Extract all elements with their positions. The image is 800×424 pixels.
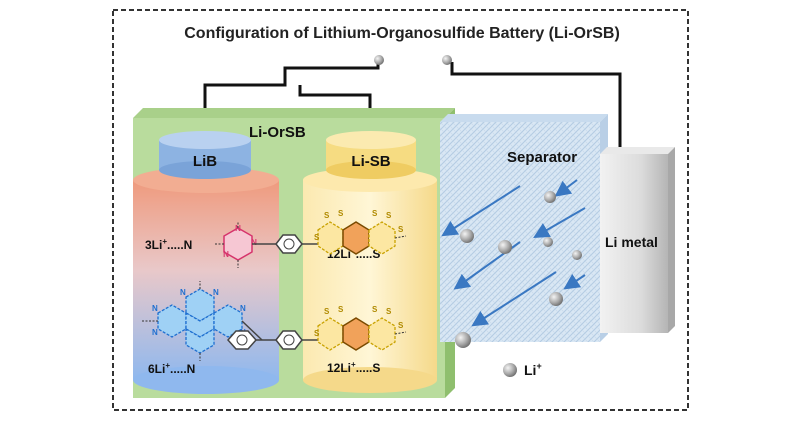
s-atom-bottom-1: S [324,307,330,316]
s-atom-top-4: S [386,211,392,220]
li-ion-legend-label: Li+ [524,361,542,378]
ion-arrow-6 [471,271,557,327]
ion-arrow-2 [441,185,521,237]
benzene-linker-bottom [275,330,318,350]
n-atom-bottom-3: N [152,304,158,313]
lisb-cylinder [303,168,437,393]
ion-arrow-1 [554,179,578,197]
lisb-label: Li-SB [351,153,390,170]
lib-cap [159,131,251,179]
lisb-bottom-annotation: 12Li+.....S [327,360,380,375]
lib-cylinder [133,167,279,394]
li-metal-label: Li metal [605,234,658,250]
s-atom-top-1: S [324,211,330,220]
sulfur-molecule-top: S S S S S S [314,209,407,255]
li-ion [544,191,556,203]
li-ion [498,240,512,254]
triazine-n-top: N [235,224,241,233]
s-atom-bottom-5: S [314,329,320,338]
s-atom-top-2: S [338,209,344,218]
li-ion [460,229,474,243]
cell-label: Li-OrSB [249,124,306,141]
n-atom-bottom-4: N [240,304,246,313]
terminal-left [374,55,384,65]
benzene-linker-top [275,234,318,254]
s-atom-top-6: S [398,225,404,234]
li-ion [455,332,471,348]
s-atom-bottom-3: S [372,305,378,314]
aza-molecule-bottom: N N N N N N [142,281,276,361]
terminal-right [442,55,452,65]
ion-arrow-5 [563,273,586,290]
n-atom-bottom-2: N [213,288,219,297]
li-ion [572,250,582,260]
lib-top-annotation: 3Li+.....N [145,237,192,252]
triazine-molecule: N N N [214,221,276,268]
li-ion-legend-marker [503,363,517,377]
lisb-cap [326,131,416,179]
diagram-title: Configuration of Lithium-Organosulfide B… [184,25,620,42]
ion-arrow-3 [533,207,586,239]
li-ions [455,191,582,377]
separator-label: Separator [507,149,577,166]
li-ion [543,237,553,247]
s-atom-bottom-6: S [398,321,404,330]
li-metal-anode [600,147,675,333]
triazine-n-left: N [223,250,229,259]
sulfur-molecule-bottom: S S S S S S [314,305,407,351]
lib-bottom-annotation: 6Li+.....N [148,361,195,376]
lib-label: LiB [193,153,217,170]
s-atom-bottom-4: S [386,307,392,316]
s-atom-bottom-2: S [338,305,344,314]
triazine-n-right: N [251,238,257,247]
n-atom-bottom-5: N [152,328,158,337]
n-atom-bottom-1: N [180,288,186,297]
li-ion [549,292,563,306]
s-atom-top-5: S [314,233,320,242]
s-atom-top-3: S [372,209,378,218]
